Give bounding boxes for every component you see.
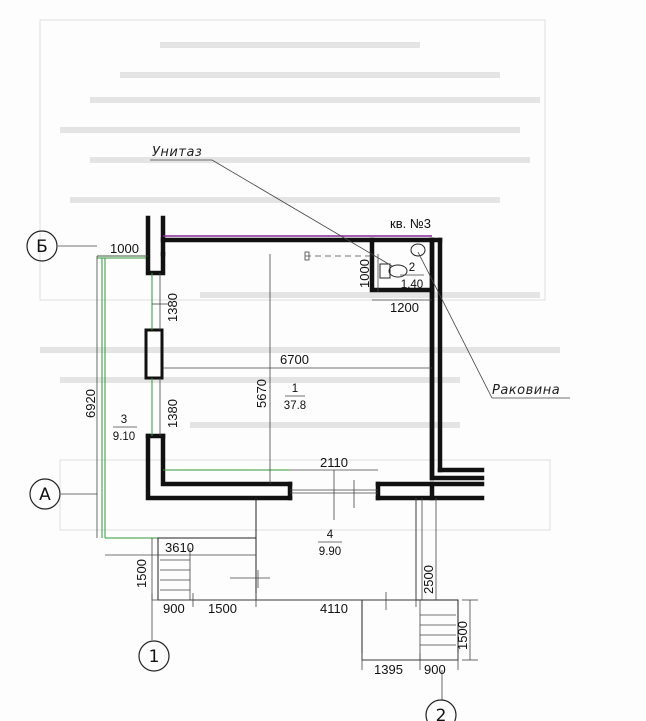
toilet-icon: [388, 264, 408, 278]
dim-6700: 6700: [280, 352, 309, 367]
toilet-tank-icon: [379, 263, 391, 279]
sink-callout-label: Раковина: [492, 383, 560, 398]
room-4-number: 4: [327, 529, 334, 541]
dim-1395: 1395: [374, 662, 403, 677]
room-3-area: 9.10: [113, 431, 135, 443]
axis-markers: Б А 1 2: [26, 230, 457, 721]
dim-2500: 2500: [421, 565, 436, 594]
toilet-callout-label: Унитаз: [152, 145, 202, 160]
walls: [144, 215, 485, 501]
dim-1000-top: 1000: [110, 241, 139, 256]
dim-1380-lower: 1380: [165, 399, 180, 428]
room-1-area: 37.8: [284, 400, 306, 412]
dim-1500-left: 1500: [134, 559, 149, 588]
room-4-area: 9.90: [319, 546, 341, 558]
dim-5670: 5670: [254, 379, 269, 408]
dimension-labels: 1000 6920 1380 1380 6700 5670 1000 1200 …: [83, 241, 470, 677]
callout-leaders: [150, 159, 570, 399]
apartment-label: кв. №3: [390, 216, 431, 231]
axis-b-circle: [26, 230, 58, 262]
dim-1000-wc: 1000: [357, 259, 372, 288]
dim-1500-right: 1500: [455, 621, 470, 650]
dim-2110: 2110: [320, 455, 348, 470]
room-2-area: 1.40: [401, 279, 423, 291]
dim-3610: 3610: [165, 540, 194, 555]
axis-b-label: Б: [36, 237, 48, 257]
background-scan-lines: [39, 19, 560, 531]
axis-1-circle: [138, 640, 170, 672]
axis-a-circle: [29, 478, 61, 510]
dim-6920: 6920: [83, 389, 98, 418]
dimension-lines: [58, 245, 478, 700]
room-3-number: 3: [121, 414, 127, 426]
dim-4110: 4110: [320, 601, 348, 616]
dim-1380-upper: 1380: [165, 293, 180, 322]
wc-fixtures: [304, 243, 426, 279]
dim-1500-bottom: 1500: [208, 601, 237, 616]
axis-a-label: А: [39, 485, 51, 505]
dim-900-right: 900: [424, 662, 446, 677]
dim-900-left: 900: [163, 601, 185, 616]
room-2-number: 2: [409, 262, 415, 274]
axis-1-label: 1: [149, 647, 160, 667]
room-1-number: 1: [292, 383, 298, 395]
axis-2-circle: [425, 699, 457, 721]
axis-2-label: 2: [436, 706, 447, 721]
room-labels: 1 37.8 2 1.40 3 9.10 4 9.90: [113, 262, 424, 558]
dim-1200: 1200: [390, 300, 419, 315]
sink-icon: [410, 243, 426, 257]
